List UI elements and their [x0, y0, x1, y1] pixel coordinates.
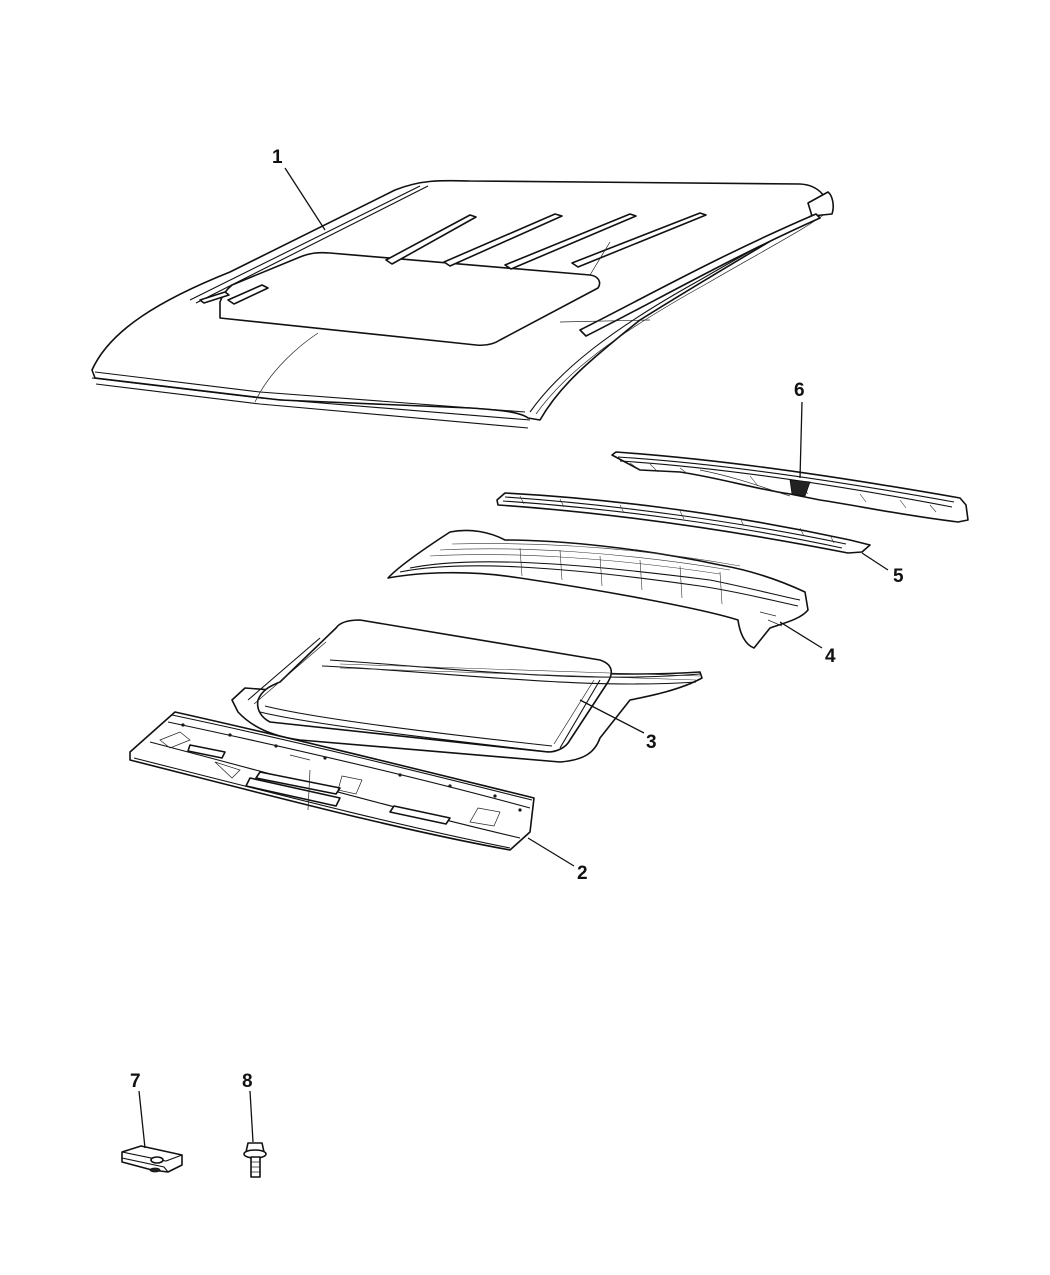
callout-4: 4 — [825, 646, 836, 667]
leader-line-4 — [779, 621, 823, 649]
part-u-nut-clip[interactable] — [121, 1145, 183, 1173]
leader-line-7 — [138, 1090, 146, 1149]
part-roof-panel[interactable] — [91, 179, 835, 429]
part-sunroof-reinforcement-frame[interactable] — [231, 619, 703, 763]
part-rear-header[interactable] — [611, 451, 969, 523]
leader-line-1 — [284, 167, 326, 231]
leader-line-5 — [861, 552, 889, 571]
callout-3: 3 — [646, 732, 657, 753]
part-bolt[interactable] — [243, 1142, 267, 1178]
part-front-header[interactable] — [129, 711, 535, 851]
leader-line-6 — [799, 401, 803, 479]
callout-2: 2 — [577, 863, 588, 884]
callout-1: 1 — [272, 147, 283, 168]
callout-8: 8 — [242, 1071, 253, 1092]
leader-line-3 — [579, 699, 645, 734]
callout-5: 5 — [893, 566, 904, 587]
callout-6: 6 — [794, 380, 805, 401]
part-roof-bow-rear[interactable] — [387, 529, 809, 649]
leader-line-8 — [249, 1090, 254, 1143]
leader-line-2 — [527, 837, 575, 867]
callout-7: 7 — [130, 1071, 141, 1092]
part-roof-bow[interactable] — [496, 492, 871, 554]
